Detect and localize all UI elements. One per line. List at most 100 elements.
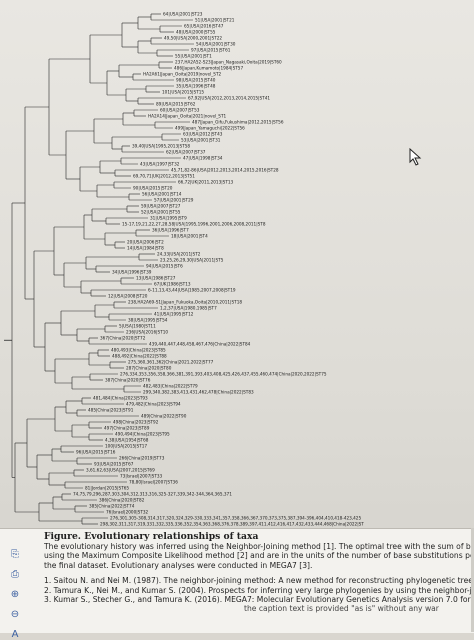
tree-leaf-label: 6-11,13,43,44|USA|1985,2007,2008|ST19 bbox=[148, 288, 236, 293]
tree-leaf-label: 97|USA|2015|ST61 bbox=[191, 48, 231, 53]
tree-leaf-label: 14|USA|1984|ST8 bbox=[127, 246, 164, 251]
tree-leaf-label: 47|USA|1998|ST34 bbox=[183, 156, 223, 161]
tree-leaf-label: 36|USA|1996|ST7 bbox=[152, 228, 189, 233]
tree-leaf-label: 54|USA|2001|ST30 bbox=[196, 42, 236, 47]
tree-leaf-label: 480,493|China|2023|ST85 bbox=[111, 348, 166, 353]
tree-leaf-label: 73|Israel|2007|ST33 bbox=[120, 474, 163, 479]
tree-leaf-label: 236|USA|2016|ST10 bbox=[126, 330, 168, 335]
tree-leaf-label: 1,2,37|USA|1980,1985|ST7 bbox=[160, 306, 217, 311]
tree-leaf-label: 489|China|2022|ST90 bbox=[141, 414, 187, 419]
tree-leaf-label: 486|Japan,Kumamoto|1984|ST57 bbox=[174, 66, 243, 71]
caption-line: using the Maximum Composite Likelihood m… bbox=[44, 551, 474, 561]
zoom-out-icon[interactable]: ⊖ bbox=[10, 608, 20, 620]
tree-leaf-label: 98|USA|2015|ST40 bbox=[176, 78, 216, 83]
zoom-in-icon[interactable]: ⊕ bbox=[10, 588, 20, 600]
tree-leaf-label: 39,40|USA|1995,2013|ST58 bbox=[132, 144, 190, 149]
tree-leaf-label: 490,494|China|2023|ST95 bbox=[115, 432, 170, 437]
caption-title: Figure. Evolutionary relationships of ta… bbox=[44, 531, 259, 542]
tree-leaf-label: 24,33|USA|2011|ST2 bbox=[157, 252, 201, 257]
caption-line: the final dataset. Evolutionary analyses… bbox=[44, 560, 313, 570]
tree-leaf-label: 53|USA|2001|ST31 bbox=[181, 138, 221, 143]
tree-leaf-label: 59|USA|2007|ST27 bbox=[141, 204, 181, 209]
tree-leaf-label: 78,80|Israel|2007|ST36 bbox=[129, 480, 178, 485]
caption-scrollbar[interactable] bbox=[471, 528, 474, 632]
tree-leaf-label: 31|USA|1995|ST9 bbox=[150, 216, 187, 221]
tree-leaf-label: 20|USA|2006|ST2 bbox=[127, 240, 164, 245]
figure-caption-panel bbox=[0, 528, 474, 633]
tree-leaf-label: 498|China|2023|ST92 bbox=[113, 420, 159, 425]
tree-leaf-label: 287|China|2020|ST80 bbox=[126, 366, 172, 371]
tree-leaf-label: 298,302,311,317,319,331,332,335,336,352,… bbox=[100, 522, 364, 527]
tree-leaf-label: 51|USA|2001|ST21 bbox=[195, 18, 235, 23]
caption-footer: the caption text is provided "as is" wit… bbox=[244, 604, 439, 614]
tree-leaf-label: 499|Japan_Yamaguchi|2022|ST56 bbox=[175, 126, 245, 131]
tree-leaf-label: 101|USA|2015|ST15 bbox=[162, 90, 204, 95]
tree-leaf-label: 385|China|2022|ST74 bbox=[89, 504, 135, 509]
tree-leaf-label: 89|USA|2015|ST62 bbox=[156, 102, 196, 107]
tree-leaf-label: 481,484|China|2023|ST93 bbox=[93, 396, 148, 401]
tree-leaf-label: 90|USA|2015|ST20 bbox=[133, 186, 173, 191]
tree-leaf-label: HA2A61|Japan_Ooita|2019|novel_ST2 bbox=[143, 72, 222, 77]
tree-leaf-label: 276,301,305-308,314,317,320,324,329-330,… bbox=[110, 516, 361, 521]
tree-leaf-label: 74,75,79,296,287,303,304,312,313,316,325… bbox=[73, 492, 232, 497]
tree-leaf-label: 5|USA|1980|ST11 bbox=[119, 324, 156, 329]
tree-leaf-label: 12|USA|2008|ST20 bbox=[108, 294, 148, 299]
reference-list: 1. Saitou N. and Nei M. (1987). The neig… bbox=[44, 576, 474, 614]
tree-leaf-label: 275,360,361,362|China|2021,2022|ST77 bbox=[128, 360, 214, 365]
tree-leaf-label: 485|China|2023|ST91 bbox=[88, 408, 134, 413]
tree-leaf-label: 49,50|USA|2000,2001|ST22 bbox=[164, 36, 222, 41]
tree-leaf-label: 299,340,382,383,413,431,462,478|China|20… bbox=[143, 390, 254, 395]
tree-leaf-label: 479,482|China|2023|ST94 bbox=[126, 402, 181, 407]
reference-item: 3. Kumar S., Stecher G., and Tamura K. (… bbox=[44, 595, 474, 605]
tree-leaf-label: 15-17,19,21,22,27,28,58|USA|1995,1996,20… bbox=[122, 222, 266, 227]
tree-leaf-label: 487|Japan_Gifu,Fukushima|2012,2015|ST56 bbox=[192, 120, 284, 125]
tree-leaf-label: 62|USA|2007|ST37 bbox=[166, 150, 206, 155]
tree-leaf-label: 67|UK|1986|ST13 bbox=[154, 282, 191, 287]
caption-line: The evolutionary history was inferred us… bbox=[44, 542, 474, 551]
mouse-cursor-icon bbox=[409, 148, 422, 166]
tree-leaf-label: HA2A14|Japan_Ooita|2021|novel_ST1 bbox=[148, 114, 227, 119]
tree-leaf-label: 64|USA|2001|ST23 bbox=[163, 12, 203, 17]
tree-leaf-label: 93|USA|2015|ST67 bbox=[94, 462, 134, 467]
tree-leaf-label: 57|USA|2001|ST29 bbox=[154, 198, 194, 203]
tree-leaf-label: 66,72|UK|2011,2013|ST13 bbox=[178, 180, 234, 185]
tree-leaf-label: 48|USA|2000|ST55 bbox=[176, 30, 216, 35]
tree-leaf-label: 60|USA|2007|ST53 bbox=[160, 108, 200, 113]
tree-leaf-label: 4,38|USA|1954|ST68 bbox=[105, 438, 149, 443]
tree-canvas: 64|USA|2001|ST2351|USA|2001|ST2165|USA|2… bbox=[4, 12, 364, 527]
caption-toolbar: ⎘ ⎙ ⊕ ⊖ A bbox=[6, 548, 24, 640]
tree-leaf-label: 96|USA|2015|ST16 bbox=[76, 450, 116, 455]
tree-leaf-label: 3,61,62,63|USA|2007,2015|ST69 bbox=[86, 468, 155, 473]
tree-leaf-label: 238,HA2A69-S1|Japan_Fukuoka,Ooita|2010,2… bbox=[128, 300, 242, 305]
tree-leaf-label: 76|Israel|2000|ST32 bbox=[106, 510, 149, 515]
copy-icon[interactable]: ⎘ bbox=[11, 548, 19, 560]
tree-leaf-label: 52|USA|2001|ST55 bbox=[141, 210, 181, 215]
reference-item: 1. Saitou N. and Nei M. (1987). The neig… bbox=[44, 576, 474, 586]
tree-leaf-label: 67,92|USA|2012,2013,2014,2015|ST41 bbox=[188, 96, 270, 101]
tree-leaf-label: 367|China|2020|ST72 bbox=[100, 336, 146, 341]
print-icon[interactable]: ⎙ bbox=[11, 568, 19, 580]
tree-leaf-label: 81|Jordan|2015|ST65 bbox=[85, 486, 129, 491]
tree-leaf-label: 237,HA2A52-S23|Japan_Nagasaki,Ooita|2019… bbox=[175, 60, 282, 65]
tree-leaf-label: 41|USA|1995|ST12 bbox=[154, 312, 194, 317]
reference-item: 2. Tamura K., Nei M., and Kumar S. (2004… bbox=[44, 585, 474, 595]
tree-leaf-label: 13|USA|1986|ST27 bbox=[136, 276, 176, 281]
tree-leaf-label: 69,70,71|UK|2012,2013|ST51 bbox=[133, 174, 195, 179]
tree-leaf-label: 23,25,26,29,30|USA|2011|ST5 bbox=[160, 258, 224, 263]
tree-leaf-label: 387|China|2020|ST76 bbox=[105, 378, 151, 383]
tree-leaf-label: 38|USA|1995|ST54 bbox=[128, 318, 168, 323]
tree-leaf-label: 94|USA|2015|ST6 bbox=[146, 264, 183, 269]
tree-leaf-label: 386|China|2020|ST82 bbox=[99, 498, 145, 503]
tree-leaf-label: 497|China|2023|ST89 bbox=[104, 426, 150, 431]
tree-leaf-label: 276,334,353,356,358,366,381,391,393,403,… bbox=[120, 372, 327, 377]
tree-leaf-label: 43|USA|1997|ST32 bbox=[140, 162, 180, 167]
font-size-icon[interactable]: A bbox=[11, 628, 19, 640]
tree-leaf-label: 439,440,447,448,458,467,476|China|2022|S… bbox=[149, 342, 251, 347]
tree-leaf-label: 34|USA|1996|ST39 bbox=[112, 270, 152, 275]
tree-leaf-label: 63|USA|2012|ST43 bbox=[183, 132, 223, 137]
tree-leaf-label: 56|USA|2001|ST14 bbox=[142, 192, 182, 197]
tree-leaf-label: 18|USA|2001|ST4 bbox=[171, 234, 208, 239]
tree-leaf-label: 45,71,82-86|USA|2012,2013,2014,2015,2016… bbox=[171, 168, 279, 173]
